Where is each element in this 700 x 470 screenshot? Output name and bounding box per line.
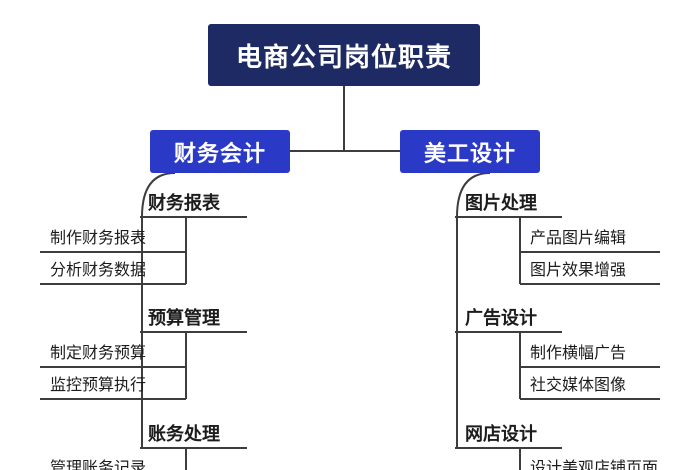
child-social-media-images[interactable]: 社交媒体图像: [530, 377, 627, 394]
child-image-enhancement[interactable]: 图片效果增强: [530, 262, 627, 279]
child-analyze-financial-data[interactable]: 分析财务数据: [50, 262, 147, 279]
branch-art-design[interactable]: 美工设计: [400, 130, 540, 173]
child-product-image-editing[interactable]: 产品图片编辑: [530, 230, 627, 247]
child-monitor-budget-execution[interactable]: 监控预算执行: [50, 377, 147, 394]
child-make-financial-reports[interactable]: 制作财务报表: [50, 230, 147, 247]
section-shop-design[interactable]: 网店设计: [465, 424, 537, 444]
section-ad-design[interactable]: 广告设计: [465, 308, 537, 328]
child-set-financial-budget[interactable]: 制定财务预算: [50, 345, 147, 362]
child-banner-ads[interactable]: 制作横幅广告: [530, 345, 627, 362]
child-manage-account-records[interactable]: 管理账务记录: [50, 460, 147, 470]
connector-root-to-branches: [290, 86, 400, 152]
child-design-shop-pages[interactable]: 设计美观店铺页面: [530, 460, 659, 470]
section-financial-reports[interactable]: 财务报表: [148, 193, 220, 213]
section-bookkeeping[interactable]: 账务处理: [148, 424, 220, 444]
section-budget-management[interactable]: 预算管理: [148, 308, 220, 328]
connector-left-section-underlines: [140, 216, 247, 449]
connector-right-section-underlines: [455, 216, 562, 449]
branch-finance-accounting[interactable]: 财务会计: [150, 130, 290, 173]
root-topic[interactable]: 电商公司岗位职责: [208, 24, 480, 86]
section-image-processing[interactable]: 图片处理: [465, 193, 537, 213]
